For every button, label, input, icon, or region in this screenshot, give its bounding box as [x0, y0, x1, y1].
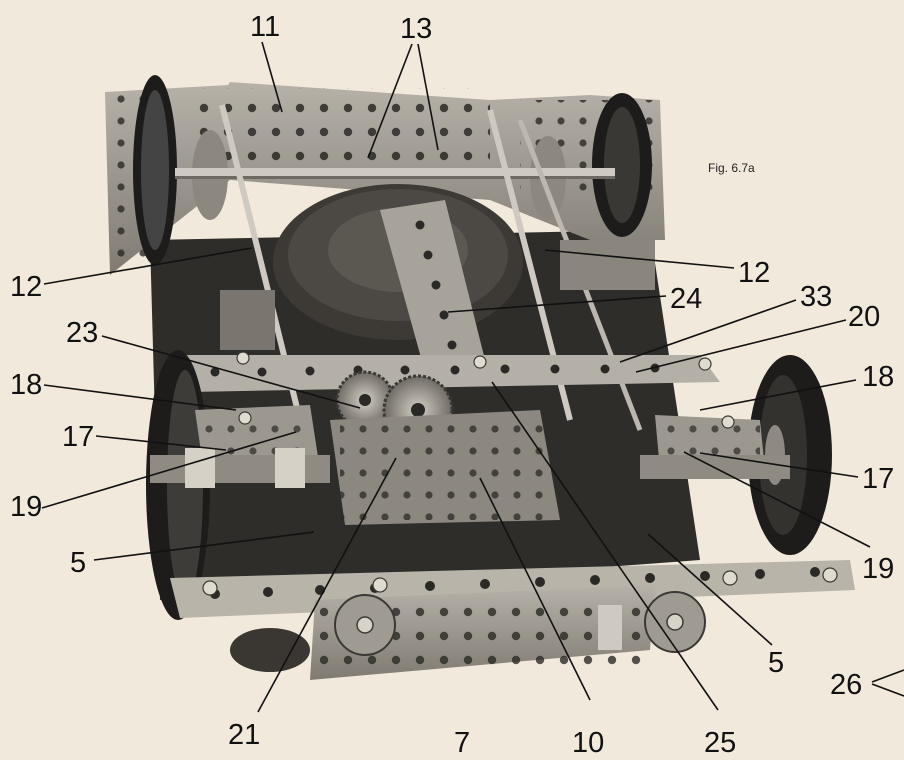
callout-25: 25 — [704, 727, 736, 759]
callout-13: 13 — [400, 13, 432, 45]
callout-26: 26 — [830, 669, 862, 701]
callout-33: 33 — [800, 281, 832, 313]
callout-24: 24 — [670, 283, 702, 315]
callout-17-left: 17 — [62, 421, 94, 453]
callout-12-right: 12 — [738, 257, 770, 289]
callout-10: 10 — [572, 727, 604, 759]
callout-12-left: 12 — [10, 271, 42, 303]
callout-18-left: 18 — [10, 369, 42, 401]
callout-23: 23 — [66, 317, 98, 349]
callout-18-right: 18 — [862, 361, 894, 393]
callout-19-left: 19 — [10, 491, 42, 523]
callout-5-left: 5 — [70, 547, 86, 579]
callout-5-right: 5 — [768, 647, 784, 679]
callout-19-right: 19 — [862, 553, 894, 585]
callout-labels: 11 13 12 12 24 33 20 23 18 18 17 17 19 1… — [10, 11, 894, 759]
callout-20: 20 — [848, 301, 880, 333]
chassis-model — [105, 75, 855, 680]
callout-7: 7 — [454, 727, 470, 759]
figure-caption: Fig. 6.7a — [708, 161, 755, 175]
callout-17-right: 17 — [862, 463, 894, 495]
callout-11: 11 — [250, 11, 280, 43]
leader-lines — [41, 41, 904, 713]
callout-21: 21 — [228, 719, 260, 751]
